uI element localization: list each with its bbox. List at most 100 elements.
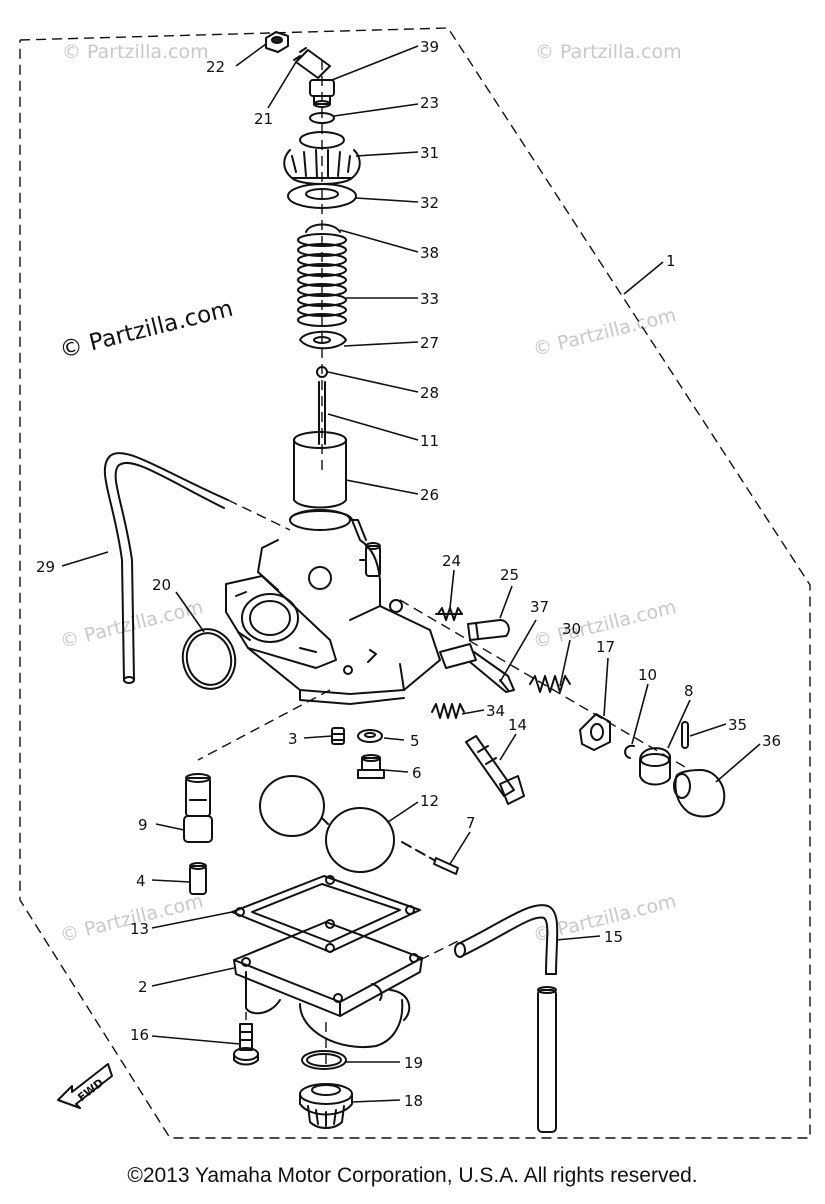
callout-36: 36 bbox=[762, 732, 781, 750]
part-14-screw bbox=[465, 735, 525, 805]
leader-34 bbox=[461, 709, 485, 715]
part-37-plunger bbox=[439, 643, 515, 693]
leader-16 bbox=[151, 1035, 241, 1045]
jet-axis bbox=[197, 689, 331, 761]
part-25-screw bbox=[467, 619, 510, 641]
leader-2 bbox=[151, 967, 235, 987]
part-18-drain-plug bbox=[299, 1083, 353, 1129]
part-7-float-pin bbox=[401, 841, 459, 875]
watermark: © Partzilla.com bbox=[531, 304, 679, 361]
part-6-valve-seat bbox=[357, 754, 385, 779]
callout-6: 6 bbox=[412, 764, 422, 782]
callout-10: 10 bbox=[638, 666, 657, 684]
part-9-needle-jet bbox=[183, 773, 213, 843]
leader-38 bbox=[339, 229, 419, 253]
parts bbox=[57, 31, 726, 1133]
callout-16: 16 bbox=[130, 1026, 149, 1044]
leader-32 bbox=[355, 197, 419, 203]
part-2-float-chamber bbox=[233, 919, 423, 1049]
part-27-spring-seat bbox=[299, 330, 347, 350]
watermark: © Partzilla.com bbox=[58, 596, 206, 653]
leader-29 bbox=[61, 551, 109, 567]
callout-7: 7 bbox=[466, 814, 476, 832]
leader-37 bbox=[499, 619, 537, 683]
callout-29: 29 bbox=[36, 558, 55, 576]
leader-25 bbox=[499, 585, 513, 619]
callout-20: 20 bbox=[152, 576, 171, 594]
hose-axis bbox=[227, 499, 291, 531]
part-30-spring bbox=[529, 675, 571, 693]
part-35-pin bbox=[681, 721, 689, 749]
watermark: © Partzilla.com bbox=[535, 41, 682, 63]
callout-24: 24 bbox=[442, 552, 461, 570]
part-12-float bbox=[259, 775, 395, 873]
part-29-hose bbox=[103, 452, 229, 684]
leader-3 bbox=[303, 735, 333, 739]
watermark: © Partzilla.com bbox=[58, 890, 206, 947]
part-26-throttle-valve bbox=[293, 431, 347, 509]
part-38-clip bbox=[305, 223, 341, 233]
callout-21: 21 bbox=[254, 110, 273, 128]
callout-15: 15 bbox=[604, 928, 623, 946]
leader-11 bbox=[327, 413, 419, 441]
callout-9: 9 bbox=[138, 816, 148, 834]
leader-17 bbox=[603, 657, 609, 717]
callout-12: 12 bbox=[420, 792, 439, 810]
leader-28 bbox=[327, 371, 419, 393]
overflow-axis bbox=[419, 939, 461, 961]
part-3-main-jet bbox=[331, 727, 345, 745]
callout-23: 23 bbox=[420, 94, 439, 112]
part-32-gasket bbox=[287, 183, 357, 209]
part-16-screw bbox=[233, 1023, 259, 1066]
callout-17: 17 bbox=[596, 638, 615, 656]
callout-2: 2 bbox=[138, 978, 148, 996]
leader-23 bbox=[333, 103, 419, 117]
callout-38: 38 bbox=[420, 244, 439, 262]
leader-18 bbox=[351, 1099, 401, 1103]
part-5-washer bbox=[357, 729, 383, 743]
part-19-o-ring bbox=[301, 1050, 347, 1070]
leader-26 bbox=[345, 479, 419, 495]
callout-22: 22 bbox=[206, 58, 225, 76]
leader-4 bbox=[151, 879, 191, 883]
watermark: © Partzilla.com bbox=[62, 41, 209, 63]
leader-12 bbox=[387, 801, 419, 823]
part-33-spring bbox=[297, 233, 347, 327]
leader-8 bbox=[667, 699, 691, 749]
callout-1: 1 bbox=[666, 252, 676, 270]
callout-28: 28 bbox=[420, 384, 439, 402]
callout-18: 18 bbox=[404, 1092, 423, 1110]
part-15-overflow-tube bbox=[454, 904, 559, 1133]
leader-lines bbox=[61, 43, 761, 1103]
callout-26: 26 bbox=[420, 486, 439, 504]
part-36-knob bbox=[673, 769, 726, 818]
leader-39 bbox=[331, 45, 419, 81]
callout-labels: 22 39 21 23 31 32 38 1 33 27 28 11 26 29… bbox=[36, 38, 781, 1110]
callout-4: 4 bbox=[136, 872, 146, 890]
callout-37: 37 bbox=[530, 598, 549, 616]
callout-32: 32 bbox=[420, 194, 439, 212]
leader-30 bbox=[559, 639, 571, 687]
leader-7 bbox=[449, 831, 471, 865]
leader-22 bbox=[235, 43, 267, 67]
callout-35: 35 bbox=[728, 716, 747, 734]
leader-35 bbox=[689, 723, 727, 737]
callout-34: 34 bbox=[486, 702, 505, 720]
callout-3: 3 bbox=[288, 730, 298, 748]
part-23-washer bbox=[309, 112, 335, 124]
leader-13 bbox=[151, 911, 233, 929]
carburetor-body bbox=[225, 509, 441, 705]
leader-1 bbox=[623, 261, 664, 295]
part-34-spring bbox=[431, 703, 465, 719]
part-8-cap bbox=[639, 747, 671, 786]
callout-30: 30 bbox=[562, 620, 581, 638]
leader-36 bbox=[715, 743, 761, 783]
callout-14: 14 bbox=[508, 716, 527, 734]
part-39-elbow bbox=[293, 47, 335, 108]
part-20-o-ring-inner bbox=[185, 632, 233, 686]
callout-31: 31 bbox=[420, 144, 439, 162]
callout-25: 25 bbox=[500, 566, 519, 584]
callout-19: 19 bbox=[404, 1054, 423, 1072]
leader-27 bbox=[343, 341, 419, 347]
